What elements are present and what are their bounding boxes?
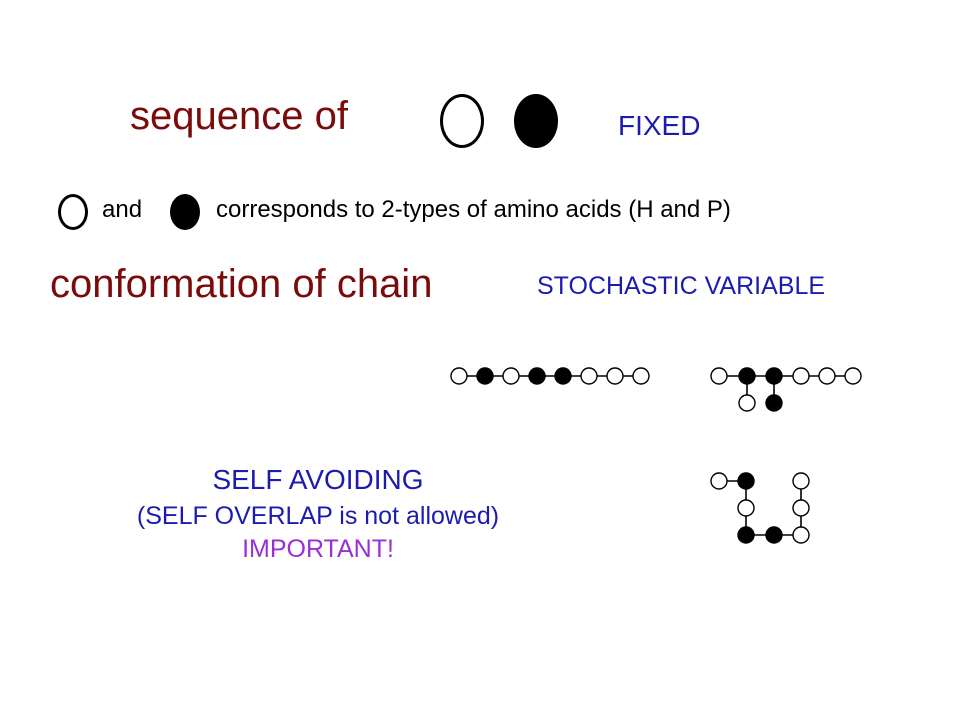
filled-bead-small-icon (170, 194, 200, 230)
open-bead-icon (792, 472, 810, 490)
linear-chain (450, 367, 650, 385)
open-bead-icon (502, 367, 520, 385)
filled-bead-icon (554, 367, 572, 385)
open-bead-icon (792, 367, 810, 385)
fixed-label: FIXED (618, 110, 701, 141)
open-bead-icon (440, 94, 484, 148)
open-bead-icon (792, 526, 810, 544)
amino-acid-types-label: corresponds to 2-types of amino acids (H… (216, 196, 731, 223)
and-label: and (102, 196, 143, 223)
open-bead-icon (737, 499, 755, 517)
open-bead-icon (450, 367, 468, 385)
open-bead-icon (738, 394, 756, 412)
conformation-label: conformation of chain (50, 262, 433, 306)
self-avoiding-block: SELF AVOIDING (SELF OVERLAP is not allow… (70, 466, 566, 562)
filled-bead-icon (738, 367, 756, 385)
open-bead-icon (580, 367, 598, 385)
sequence-of-label: sequence of (130, 94, 348, 138)
self-avoiding-title: SELF AVOIDING (212, 464, 424, 495)
filled-bead-icon (528, 367, 546, 385)
folded-chain (710, 472, 810, 544)
filled-bead-icon (737, 526, 755, 544)
open-bead-icon (818, 367, 836, 385)
open-bead-icon (606, 367, 624, 385)
stochastic-variable-label: STOCHASTIC VARIABLE (537, 272, 826, 300)
filled-bead-icon (737, 472, 755, 490)
self-overlap-note: (SELF OVERLAP is not allowed) (136, 502, 500, 530)
filled-bead-icon (765, 367, 783, 385)
open-bead-icon (710, 472, 728, 490)
filled-bead-icon (765, 394, 783, 412)
open-bead-icon (632, 367, 650, 385)
open-bead-icon (844, 367, 862, 385)
open-bead-icon (792, 499, 810, 517)
important-note: IMPORTANT! (242, 535, 394, 563)
filled-bead-icon (514, 94, 558, 148)
filled-bead-icon (476, 367, 494, 385)
filled-bead-icon (765, 526, 783, 544)
open-bead-small-icon (58, 194, 88, 230)
open-bead-icon (710, 367, 728, 385)
branched-chain (710, 367, 862, 412)
